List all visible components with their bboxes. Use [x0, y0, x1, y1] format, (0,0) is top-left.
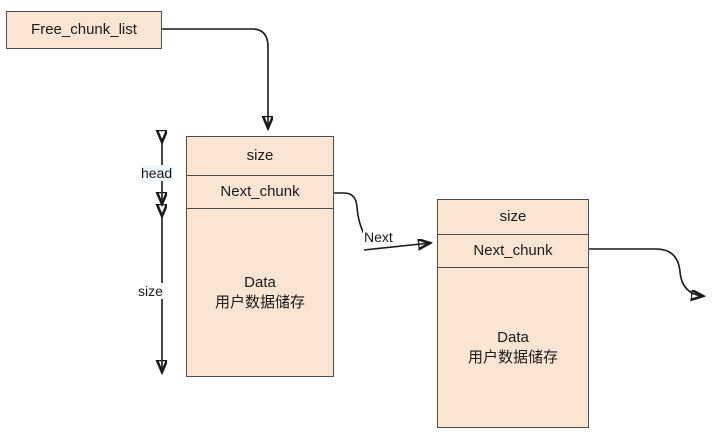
annotation-next: Next — [363, 229, 394, 245]
chunk2-next-chunk-label: Next_chunk — [473, 242, 553, 260]
annotation-head: head — [140, 165, 174, 181]
annotation-size: size — [137, 283, 164, 299]
edge-chunk1-next-curve — [334, 192, 365, 235]
chunk2-size-cell[interactable]: size — [437, 199, 589, 235]
chunk1-size-cell[interactable]: size — [186, 136, 334, 176]
chunk2-next-chunk-cell[interactable]: Next_chunk — [437, 234, 589, 268]
free-chunk-list-node[interactable]: Free_chunk_list — [6, 11, 162, 49]
chunk1-next-chunk-label: Next_chunk — [220, 183, 300, 201]
chunk1-size-label: size — [246, 147, 274, 165]
chunk1-next-chunk-cell[interactable]: Next_chunk — [186, 175, 334, 209]
free-chunk-list-label: Free_chunk_list — [31, 20, 137, 38]
chunk2-size-label: size — [499, 208, 527, 226]
chunk2-data-cell[interactable]: Data 用户数据储存 — [437, 267, 589, 428]
edge-chunk2-next-out — [589, 248, 703, 296]
chunk1-data-label: Data 用户数据储存 — [214, 274, 305, 311]
edge-freelist-to-chunk1 — [161, 28, 268, 128]
chunk1-data-cell[interactable]: Data 用户数据储存 — [186, 208, 334, 377]
chunk2-data-label: Data 用户数据储存 — [467, 329, 558, 366]
